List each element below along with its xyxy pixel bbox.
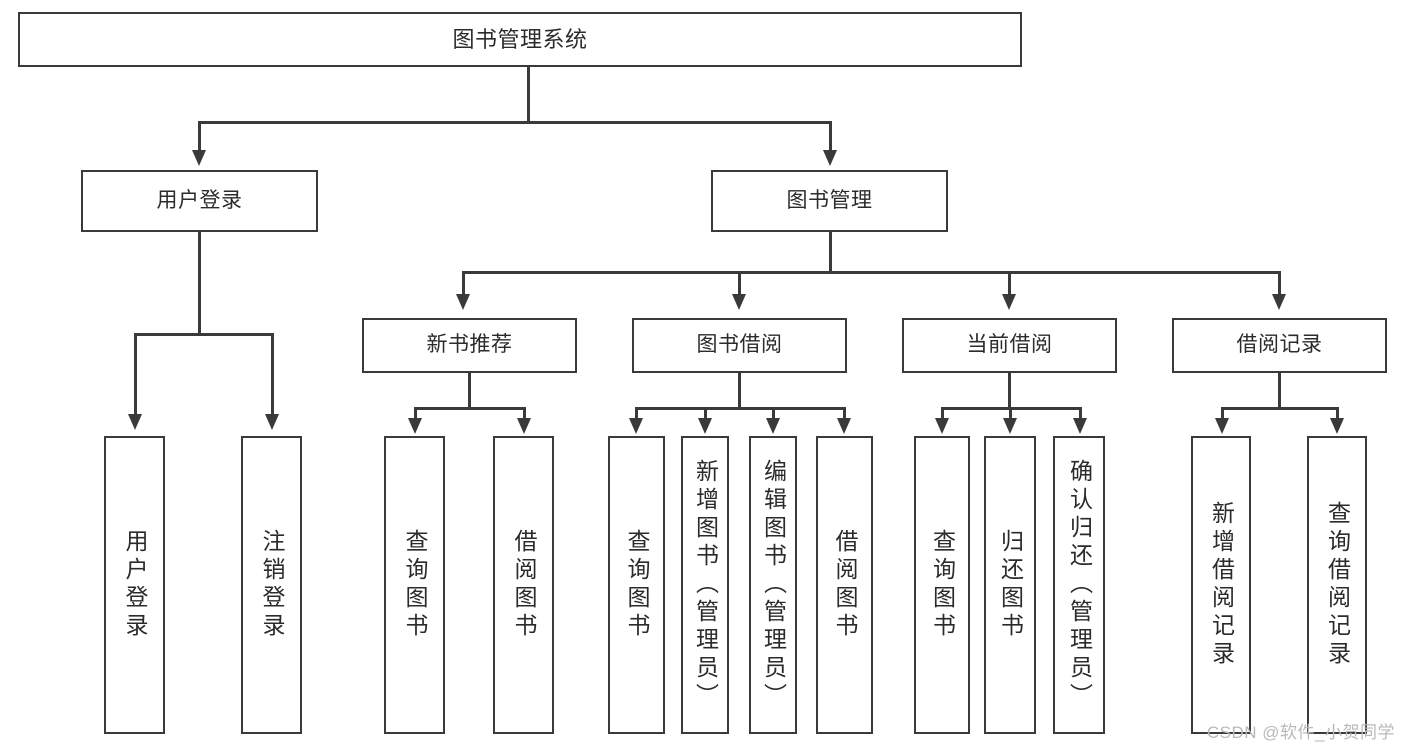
- connector-bookborrow-drop-1: [635, 407, 638, 419]
- connector-userlogin-drop-2: [271, 333, 274, 415]
- node-label: 新增图书（管理员）: [692, 459, 719, 711]
- connector-currentborrow-drop-3: [1079, 407, 1082, 419]
- connector-borrowrecord-bar: [1221, 407, 1338, 410]
- node-root-system[interactable]: 图书管理系统: [18, 12, 1022, 67]
- node-book-borrow[interactable]: 图书借阅: [632, 318, 847, 373]
- connector-newbook-stem: [468, 373, 471, 409]
- arrowhead-down-icon: [1215, 418, 1229, 434]
- connector-bookborrow-stem: [738, 373, 741, 409]
- arrowhead-down-icon: [408, 418, 422, 434]
- leaf-borrow-book-recommend[interactable]: 借阅图书: [493, 436, 554, 734]
- connector-bookmgmt-drop-3: [1008, 271, 1011, 295]
- node-label: 图书管理: [786, 188, 873, 212]
- leaf-query-book-current[interactable]: 查询图书: [914, 436, 970, 734]
- watermark-text: CSDN @软件_小贺同学: [1206, 723, 1395, 742]
- connector-root-drop-left: [198, 121, 201, 151]
- node-label: 查询借阅记录: [1324, 501, 1351, 669]
- connector-userlogin-stem: [198, 232, 201, 335]
- arrowhead-down-icon: [517, 418, 531, 434]
- node-label: 查询图书: [402, 529, 428, 641]
- arrowhead-down-icon: [823, 150, 837, 166]
- node-label: 借阅图书: [511, 529, 537, 641]
- node-current-borrow[interactable]: 当前借阅: [902, 318, 1117, 373]
- connector-bookmgmt-drop-4: [1278, 271, 1281, 295]
- connector-borrowrecord-stem: [1278, 373, 1281, 409]
- connector-bookmgmt-stem: [829, 232, 832, 273]
- leaf-add-book-admin[interactable]: 新增图书（管理员）: [681, 436, 729, 734]
- node-label: 编辑图书（管理员）: [760, 459, 787, 711]
- leaf-user-login[interactable]: 用户登录: [104, 436, 165, 734]
- connector-userlogin-bar: [134, 333, 273, 336]
- connector-borrowrecord-drop-2: [1336, 407, 1339, 419]
- leaf-query-book-borrow[interactable]: 查询图书: [608, 436, 665, 734]
- leaf-add-borrow-record[interactable]: 新增借阅记录: [1191, 436, 1251, 734]
- leaf-borrow-book[interactable]: 借阅图书: [816, 436, 873, 734]
- node-label: 图书借阅: [696, 333, 783, 357]
- node-label: 归还图书: [997, 529, 1024, 641]
- connector-bookborrow-drop-2: [704, 407, 707, 419]
- connector-userlogin-drop-1: [134, 333, 137, 415]
- arrowhead-down-icon: [1073, 418, 1087, 434]
- arrowhead-down-icon: [732, 294, 746, 310]
- connector-bookborrow-drop-3: [772, 407, 775, 419]
- connector-root-bar: [198, 121, 832, 124]
- connector-newbook-drop-1: [414, 407, 417, 419]
- node-label: 确认归还（管理员）: [1066, 459, 1093, 711]
- node-label: 借阅记录: [1236, 333, 1323, 357]
- connector-borrowrecord-drop-1: [1221, 407, 1224, 419]
- connector-bookborrow-drop-4: [843, 407, 846, 419]
- arrowhead-down-icon: [1002, 294, 1016, 310]
- connector-bookmgmt-bar: [462, 271, 1280, 274]
- connector-currentborrow-stem: [1008, 373, 1011, 409]
- node-label: 用户登录: [122, 529, 148, 641]
- node-borrow-record[interactable]: 借阅记录: [1172, 318, 1387, 373]
- arrowhead-down-icon: [192, 150, 206, 166]
- node-label: 借阅图书: [832, 529, 858, 641]
- node-label: 查询图书: [929, 529, 956, 641]
- leaf-logout-login[interactable]: 注销登录: [241, 436, 302, 734]
- connector-bookmgmt-drop-1: [462, 271, 465, 295]
- connector-root-stem: [527, 67, 530, 123]
- arrowhead-down-icon: [1272, 294, 1286, 310]
- arrowhead-down-icon: [1330, 418, 1344, 434]
- node-label: 当前借阅: [966, 333, 1053, 357]
- connector-newbook-drop-2: [523, 407, 526, 419]
- node-user-login[interactable]: 用户登录: [81, 170, 318, 232]
- arrowhead-down-icon: [698, 418, 712, 434]
- leaf-query-book-recommend[interactable]: 查询图书: [384, 436, 445, 734]
- connector-newbook-bar: [414, 407, 525, 410]
- node-new-book-recommend[interactable]: 新书推荐: [362, 318, 577, 373]
- node-label: 图书管理系统: [452, 26, 588, 52]
- node-label: 注销登录: [259, 529, 285, 641]
- connector-bookmgmt-drop-2: [738, 271, 741, 295]
- arrowhead-down-icon: [766, 418, 780, 434]
- connector-root-drop-right: [829, 121, 832, 151]
- leaf-return-book[interactable]: 归还图书: [984, 436, 1036, 734]
- node-label: 查询图书: [624, 529, 650, 641]
- arrowhead-down-icon: [128, 414, 142, 430]
- arrowhead-down-icon: [837, 418, 851, 434]
- connector-currentborrow-drop-1: [941, 407, 944, 419]
- leaf-query-borrow-record[interactable]: 查询借阅记录: [1307, 436, 1367, 734]
- arrowhead-down-icon: [629, 418, 643, 434]
- leaf-confirm-return-admin[interactable]: 确认归还（管理员）: [1053, 436, 1105, 734]
- connector-currentborrow-drop-2: [1009, 407, 1012, 419]
- arrowhead-down-icon: [265, 414, 279, 430]
- leaf-edit-book-admin[interactable]: 编辑图书（管理员）: [749, 436, 797, 734]
- node-book-management[interactable]: 图书管理: [711, 170, 948, 232]
- arrowhead-down-icon: [456, 294, 470, 310]
- connector-bookborrow-bar: [635, 407, 845, 410]
- node-label: 用户登录: [156, 188, 243, 212]
- arrowhead-down-icon: [935, 418, 949, 434]
- node-label: 新增借阅记录: [1208, 501, 1235, 669]
- node-label: 新书推荐: [426, 333, 513, 357]
- arrowhead-down-icon: [1003, 418, 1017, 434]
